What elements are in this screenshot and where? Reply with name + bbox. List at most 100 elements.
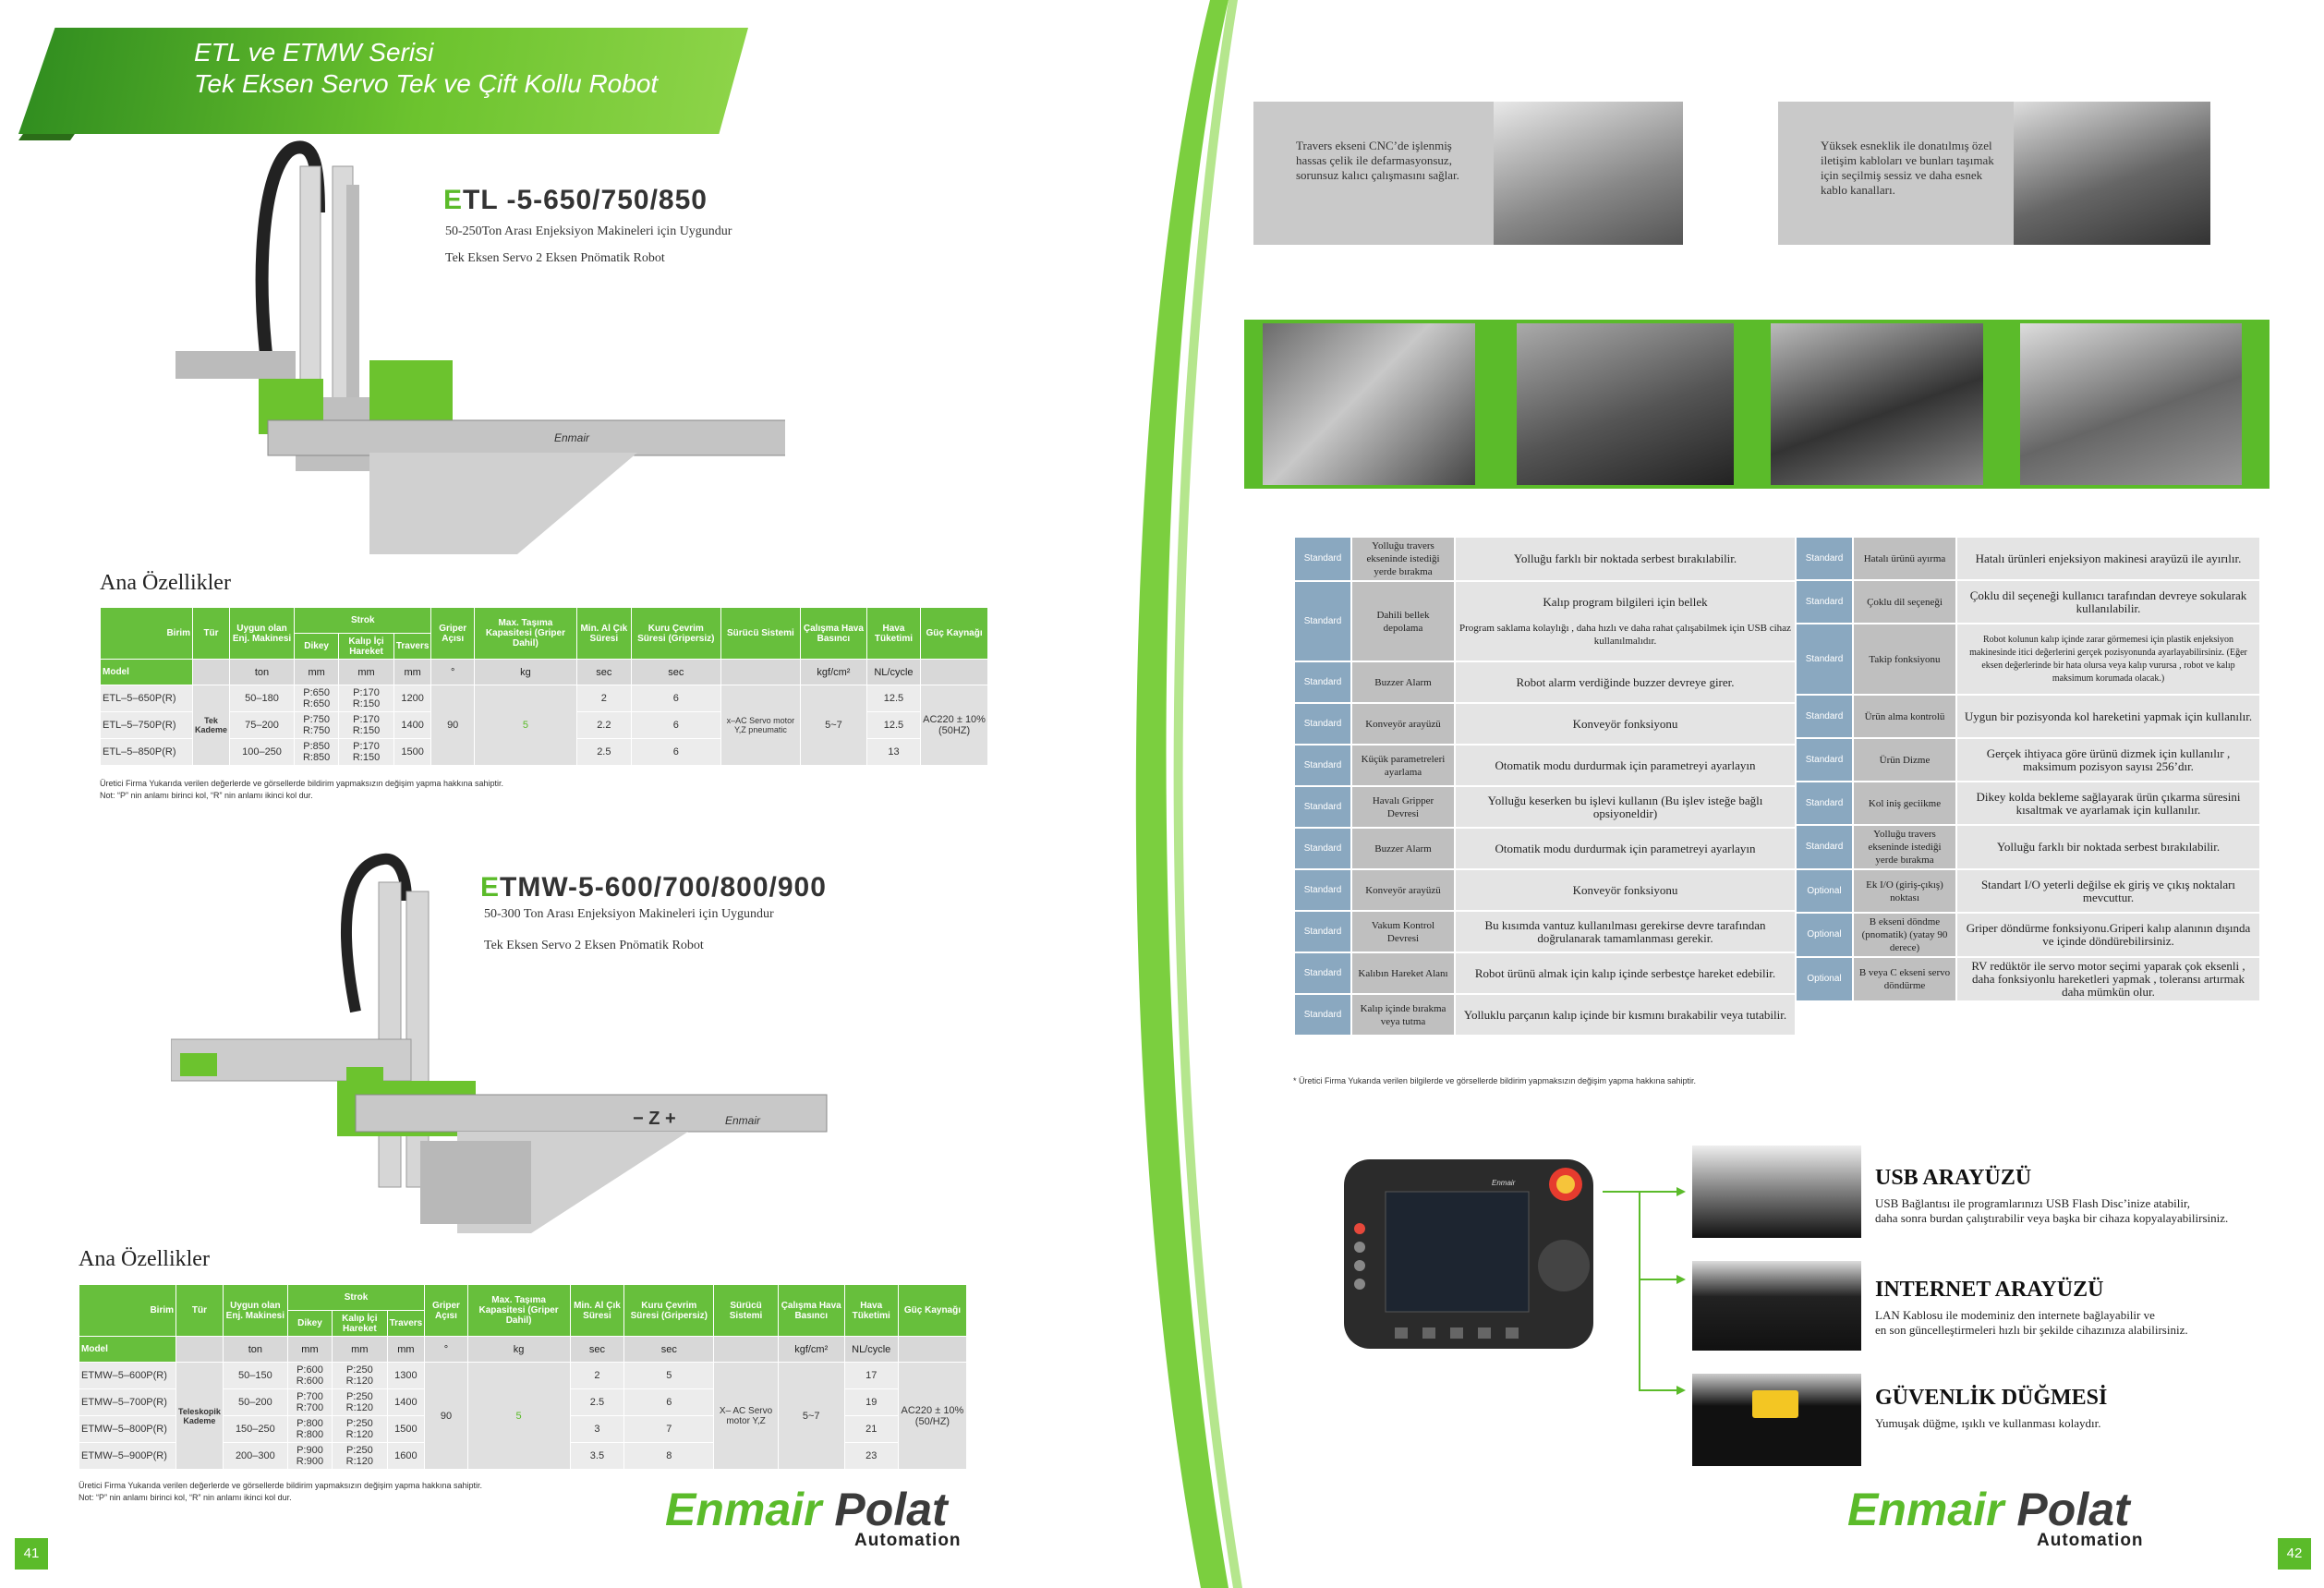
feature-desc: Robot kolunun kalıp içinde zarar görmeme… (1969, 634, 2247, 684)
etmw-features-heading: Ana Özellikler (79, 1247, 210, 1271)
internet-interface-block: INTERNET ARAYÜZÜ LAN Kablosu ile modemin… (1875, 1278, 2188, 1338)
unit-mm: mm (294, 659, 340, 685)
photo-connector (2020, 323, 2242, 485)
th-kuru: Kuru Çevrim Süresi (Gripersiz) (630, 607, 721, 660)
table-cell: P:800 R:800 (286, 1415, 333, 1443)
th-tur: Tür (191, 607, 231, 660)
feature-desc: Bu kısımda vantuz kullanılması gerekirse… (1484, 917, 1766, 945)
table-cell-model: ETMW–5–900P(R) (79, 1442, 176, 1470)
etl-features-heading: Ana Özellikler (100, 571, 231, 595)
photo-axis (1771, 323, 1983, 485)
feature-status: Standard (1797, 782, 1852, 824)
feature-status: Standard (1295, 746, 1350, 785)
photo-gripper (1263, 323, 1475, 485)
unit-ton: ton (222, 1336, 288, 1363)
unit-nl: NL/cycle (843, 1336, 899, 1363)
th-dikey: Dikey (286, 1310, 333, 1337)
table-cell: 2 (575, 685, 632, 712)
th-calisma: Çalışma Hava Basıncı (800, 607, 867, 660)
table-cell: 23 (843, 1442, 899, 1470)
feature-name: Vakum Kontrol Devresi (1352, 912, 1454, 952)
th-uygun: Uygun olan Enj. Makinesi (222, 1284, 288, 1337)
table-cell-surucu: x–AC Servo motor Y,Z pneumatic (720, 685, 802, 766)
unit-kgf: kgf/cm² (777, 1336, 845, 1363)
etl-robot-image: Enmair (176, 140, 785, 554)
table-cell: 17 (843, 1362, 899, 1389)
table-cell: 8 (623, 1442, 715, 1470)
etmw-subtitle-1: 50-300 Ton Arası Enjeksiyon Makineleri i… (484, 907, 774, 921)
usb-text-2: daha sonra burdan çalıştırabilir veya ba… (1875, 1211, 2229, 1225)
th-uygun: Uygun olan Enj. Makinesi (229, 607, 296, 660)
table-cell-model: ETMW–5–700P(R) (79, 1388, 176, 1416)
table-cell: P:250 R:120 (332, 1362, 388, 1389)
table-cell: 150–250 (222, 1415, 288, 1443)
th-strok: Strok (294, 607, 432, 634)
caption-cable: Yüksek esneklik ile donatılmış özel ilet… (1778, 102, 2014, 245)
feature-name: Konveyör arayüzü (1352, 870, 1454, 910)
table-cell: 7 (623, 1415, 715, 1443)
z-axis-label: − Z + (633, 1109, 676, 1129)
table-cell: 2.5 (569, 1388, 625, 1416)
feature-status: Standard (1295, 953, 1350, 993)
feature-status: Standard (1797, 739, 1852, 781)
table-cell: P:600 R:600 (286, 1362, 333, 1389)
unit-mm: mm (338, 659, 394, 685)
table-cell: P:850 R:850 (294, 738, 340, 766)
table-cell: 12.5 (865, 685, 922, 712)
feature-status: Standard (1797, 826, 1852, 868)
page-number-left: 41 (15, 1538, 48, 1570)
table-cell: 2.5 (575, 738, 632, 766)
unit-degree: ° (430, 659, 475, 685)
table-cell: 6 (630, 685, 721, 712)
feature-status: Standard (1295, 662, 1350, 702)
table-cell: P:250 R:120 (332, 1415, 388, 1443)
table-cell-basinc: 5~7 (800, 685, 867, 766)
unit-degree: ° (424, 1336, 468, 1363)
feature-name: Dahili bellek depolama (1352, 582, 1454, 661)
table-cell: 1500 (386, 1415, 426, 1443)
safety-button-block: GÜVENLİK DÜĞMESİ Yumuşak düğme, ışıklı v… (1875, 1386, 2107, 1431)
table-cell-griper: 90 (424, 1362, 468, 1470)
table-cell-max: 5 (473, 685, 577, 766)
table-cell-tur: Tek Kademe (191, 685, 231, 766)
feature-desc: Dikey kolda bekleme sağlayarak ürün çıka… (1976, 789, 2241, 817)
unit-ton: ton (229, 659, 296, 685)
th-birim: Birim (100, 607, 193, 660)
feature-status: Optional (1797, 958, 1852, 1000)
table-cell: 2.2 (575, 711, 632, 739)
etl-note-1: Üretici Firma Yukarıda verilen değerlerd… (100, 779, 504, 788)
table-cell: 1200 (393, 685, 432, 712)
feature-status: Standard (1295, 538, 1350, 580)
table-cell: 19 (843, 1388, 899, 1416)
photo-travers (1494, 102, 1683, 245)
th-dikey: Dikey (294, 633, 340, 660)
table-cell-guc: AC220 ± 10% (50/HZ) (897, 1362, 968, 1470)
etmw-note-1: Üretici Firma Yukarıda verilen değerlerd… (79, 1481, 483, 1490)
feature-desc: RV redüktör ile servo motor seçimi yapar… (1971, 959, 2245, 999)
table-cell: 21 (843, 1415, 899, 1443)
unit-kgf: kgf/cm² (800, 659, 867, 685)
table-cell: 5 (623, 1362, 715, 1389)
feature-desc: Otomatik modu durdurmak için parametreyi… (1495, 758, 1756, 772)
feature-name: Kalıbın Hareket Alanı (1352, 953, 1454, 993)
feature-desc: Yolluğu farklı bir noktada serbest bırak… (1996, 840, 2221, 854)
table-cell: P:170 R:150 (338, 711, 394, 739)
logo-right-sub: Automation (2037, 1531, 2144, 1550)
table-cell: P:250 R:120 (332, 1442, 388, 1470)
etmw-machine-brand: Enmair (725, 1114, 761, 1127)
table-cell: 3 (569, 1415, 625, 1443)
feature-name: Ürün alma kontrolü (1854, 696, 1955, 737)
table-cell: P:700 R:700 (286, 1388, 333, 1416)
unit-mm: mm (393, 659, 432, 685)
table-cell: 1300 (386, 1362, 426, 1389)
th-max: Max. Taşıma Kapasitesi (Griper Dahil) (466, 1284, 571, 1337)
internet-text-1: LAN Kablosu ile modeminiz den internete … (1875, 1308, 2155, 1322)
table-cell-model: ETL–5–750P(R) (100, 711, 193, 739)
page-divider-swoosh (1135, 0, 1242, 1588)
feature-desc: Robot alarm verdiğinde buzzer devreye gi… (1516, 674, 1735, 689)
